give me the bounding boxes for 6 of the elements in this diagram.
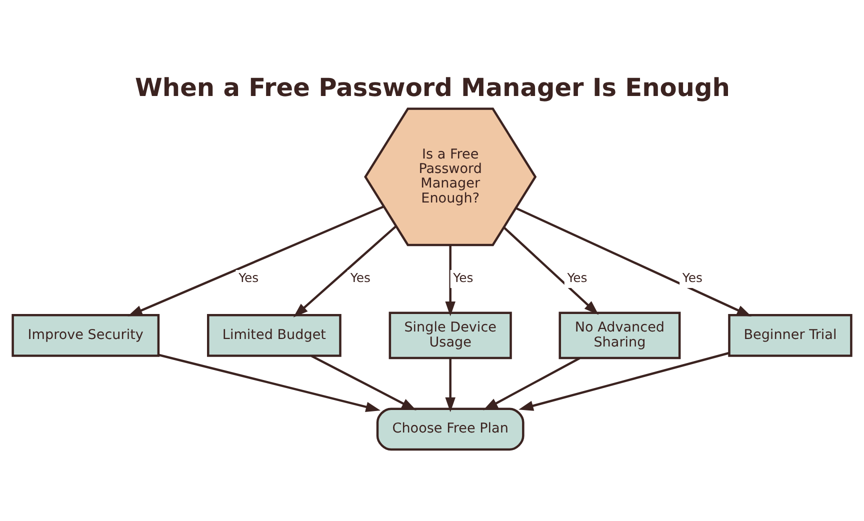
edge-label: Yes — [238, 270, 259, 285]
edge-label: Yes — [567, 270, 588, 285]
edge-label: Yes — [682, 270, 702, 285]
edge-label: Yes — [350, 270, 370, 285]
edge-label: Yes — [453, 270, 474, 285]
diagram-title: When a Free Password Manager Is Enough — [135, 72, 730, 102]
